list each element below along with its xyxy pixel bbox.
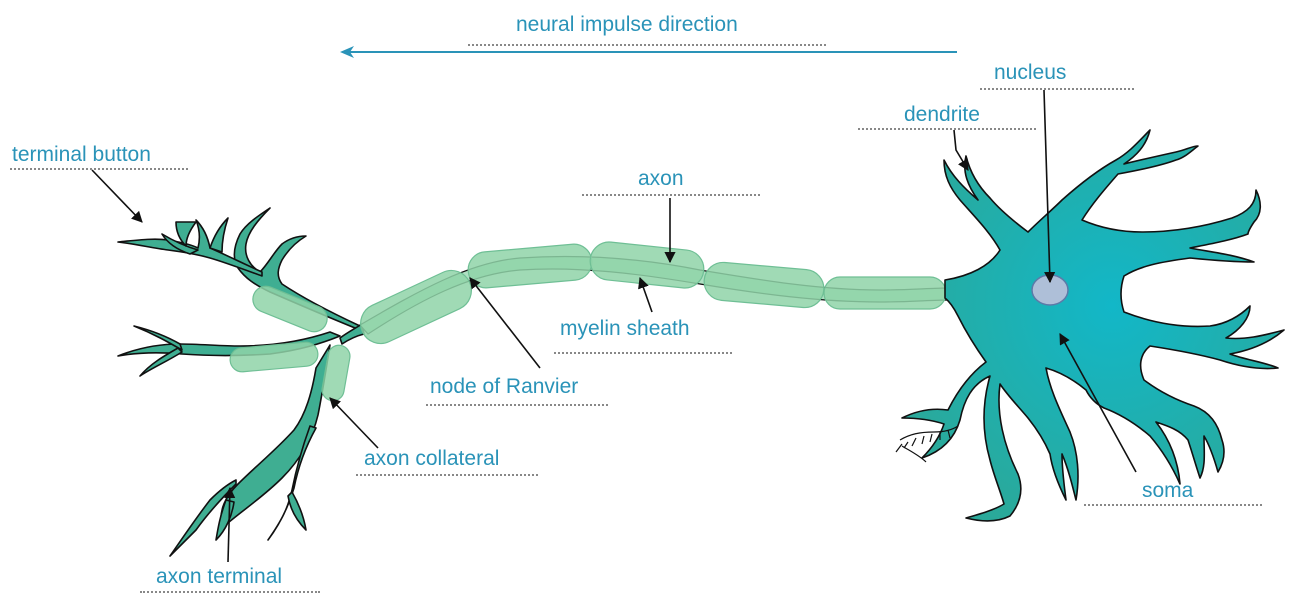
myelin-sheath-label: myelin sheath	[560, 318, 690, 339]
axon-collateral-label: axon collateral	[364, 448, 499, 469]
axon-label: axon	[638, 168, 684, 189]
terminal-button-underline	[10, 168, 188, 170]
node-of-ranvier-underline	[426, 404, 608, 406]
axon-collateral-underline	[356, 474, 538, 476]
axon-collateral-pointer	[330, 398, 378, 448]
axon-underline	[582, 194, 760, 196]
myelin-segment	[354, 264, 478, 350]
node-of-ranvier-label: node of Ranvier	[430, 376, 578, 397]
myelin-segment	[467, 243, 594, 290]
terminal-button-pointer	[92, 170, 142, 222]
soma	[902, 130, 1284, 521]
myelin-segment	[824, 277, 946, 309]
soma-underline	[1084, 504, 1262, 506]
dendrite-underline	[858, 128, 1036, 130]
terminal-button-label: terminal button	[12, 144, 151, 165]
nucleus-label: nucleus	[994, 62, 1066, 83]
myelin-sheath-underline	[554, 352, 732, 354]
node-of-ranvier-pointer	[470, 278, 540, 368]
axon-terminal-label: axon terminal	[156, 566, 282, 587]
impulse-direction-label: neural impulse direction	[516, 14, 738, 35]
impulse-direction-underline	[468, 44, 826, 46]
dendrite-label: dendrite	[904, 104, 980, 125]
myelin-segment	[588, 240, 705, 290]
soma-label: soma	[1142, 480, 1193, 501]
nucleus-underline	[980, 88, 1134, 90]
myelin-segment	[703, 261, 826, 309]
impulse-direction-arrow	[340, 46, 957, 58]
axon-terminal-underline	[140, 591, 320, 593]
